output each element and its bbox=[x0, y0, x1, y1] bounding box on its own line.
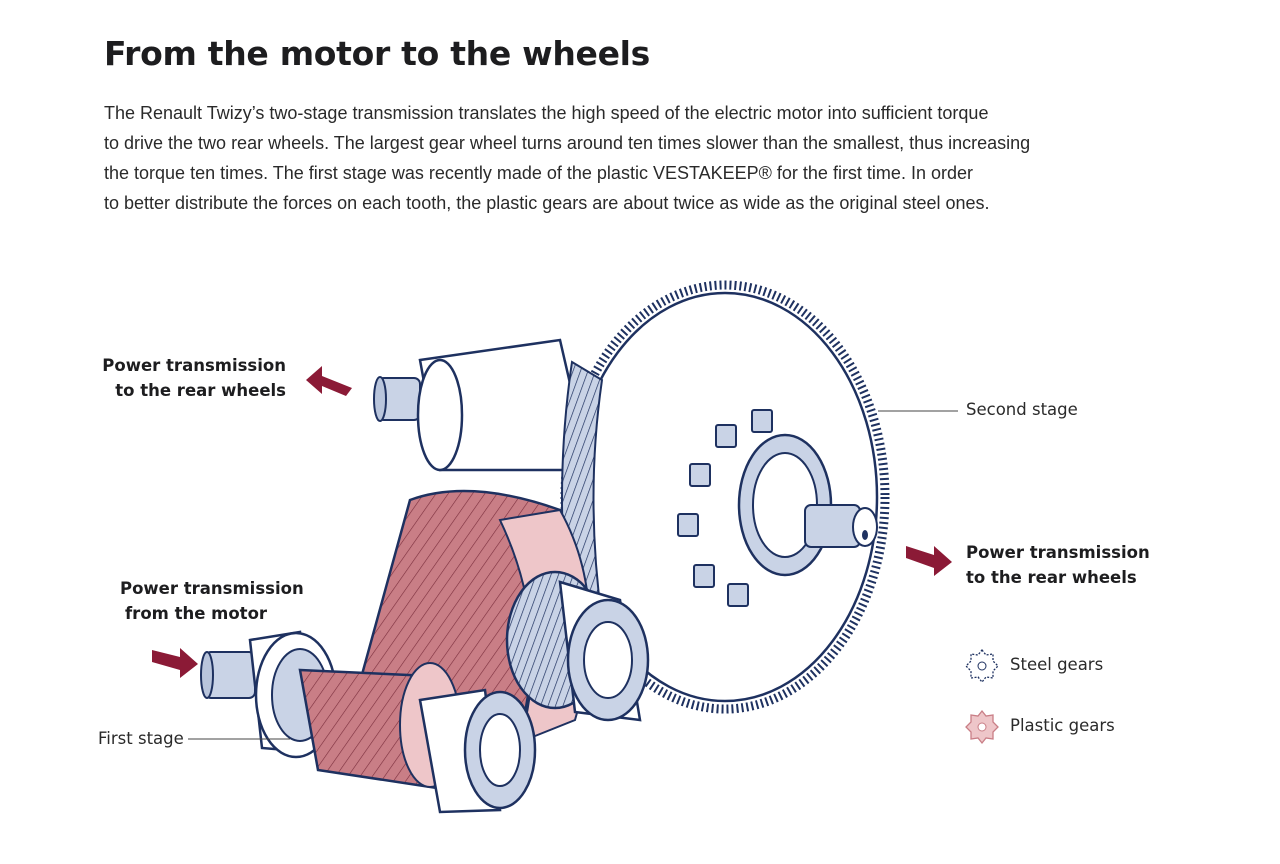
intro-line: the torque ten times. The first stage wa… bbox=[104, 163, 973, 183]
label-second-stage: Second stage bbox=[966, 400, 1078, 419]
intro-line: to better distribute the forces on each … bbox=[104, 193, 990, 213]
steel-gear-icon bbox=[965, 648, 999, 684]
motor-input-shaft bbox=[200, 630, 537, 814]
page-title: From the motor to the wheels bbox=[104, 34, 651, 73]
intro-line: to drive the two rear wheels. The larges… bbox=[104, 133, 1031, 153]
legend-plastic-gears: Plastic gears bbox=[1010, 716, 1115, 735]
label-rear-wheels-right: Power transmission to the rear wheels bbox=[966, 543, 1150, 587]
legend-steel-gears: Steel gears bbox=[1010, 655, 1104, 674]
intro-paragraph: The Renault Twizy’s two-stage transmissi… bbox=[104, 98, 1064, 218]
label-first-stage: First stage bbox=[98, 729, 184, 748]
label-rear-wheels-left: Power transmission to the rear wheels bbox=[102, 356, 286, 400]
arrow-rear-right bbox=[906, 546, 952, 576]
plastic-gear-icon bbox=[965, 709, 999, 745]
label-from-motor: Power transmission from the motor bbox=[120, 579, 304, 623]
steel-pinion bbox=[505, 570, 650, 722]
second-stage-gear bbox=[560, 280, 890, 714]
intro-line: The Renault Twizy’s two-stage transmissi… bbox=[104, 103, 989, 123]
upper-output-shaft bbox=[373, 338, 592, 472]
arrow-rear-left bbox=[306, 366, 352, 396]
arrow-motor bbox=[152, 648, 198, 678]
